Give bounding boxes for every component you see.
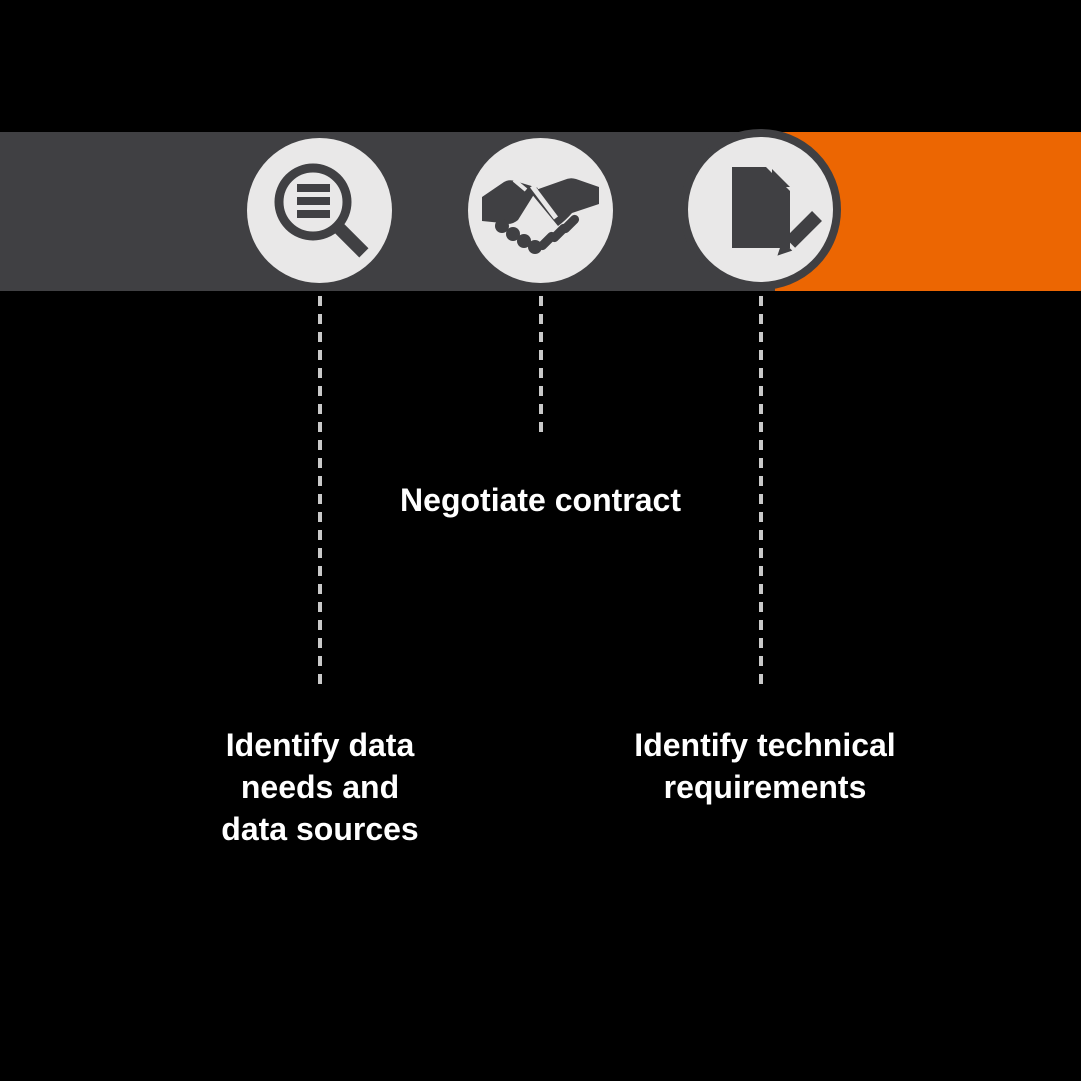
magnifier-list-icon [274,163,369,258]
dashed-connector-identify-data [318,296,322,688]
step-circle-identify-data [247,138,392,283]
step-label-identify-data: Identify data needs and data sources [221,727,419,847]
dashed-connector-negotiate-contract [539,296,543,438]
handshake-icon [482,178,599,254]
document-pencil-icon [732,167,822,256]
dashed-connector-identify-technical [759,296,763,688]
step-circle-identify-technical [680,129,841,290]
step-label-negotiate-contract: Negotiate contract [400,482,681,518]
step-label-identify-technical: Identify technical requirements [634,727,896,805]
step-circle-negotiate-contract [468,138,613,283]
